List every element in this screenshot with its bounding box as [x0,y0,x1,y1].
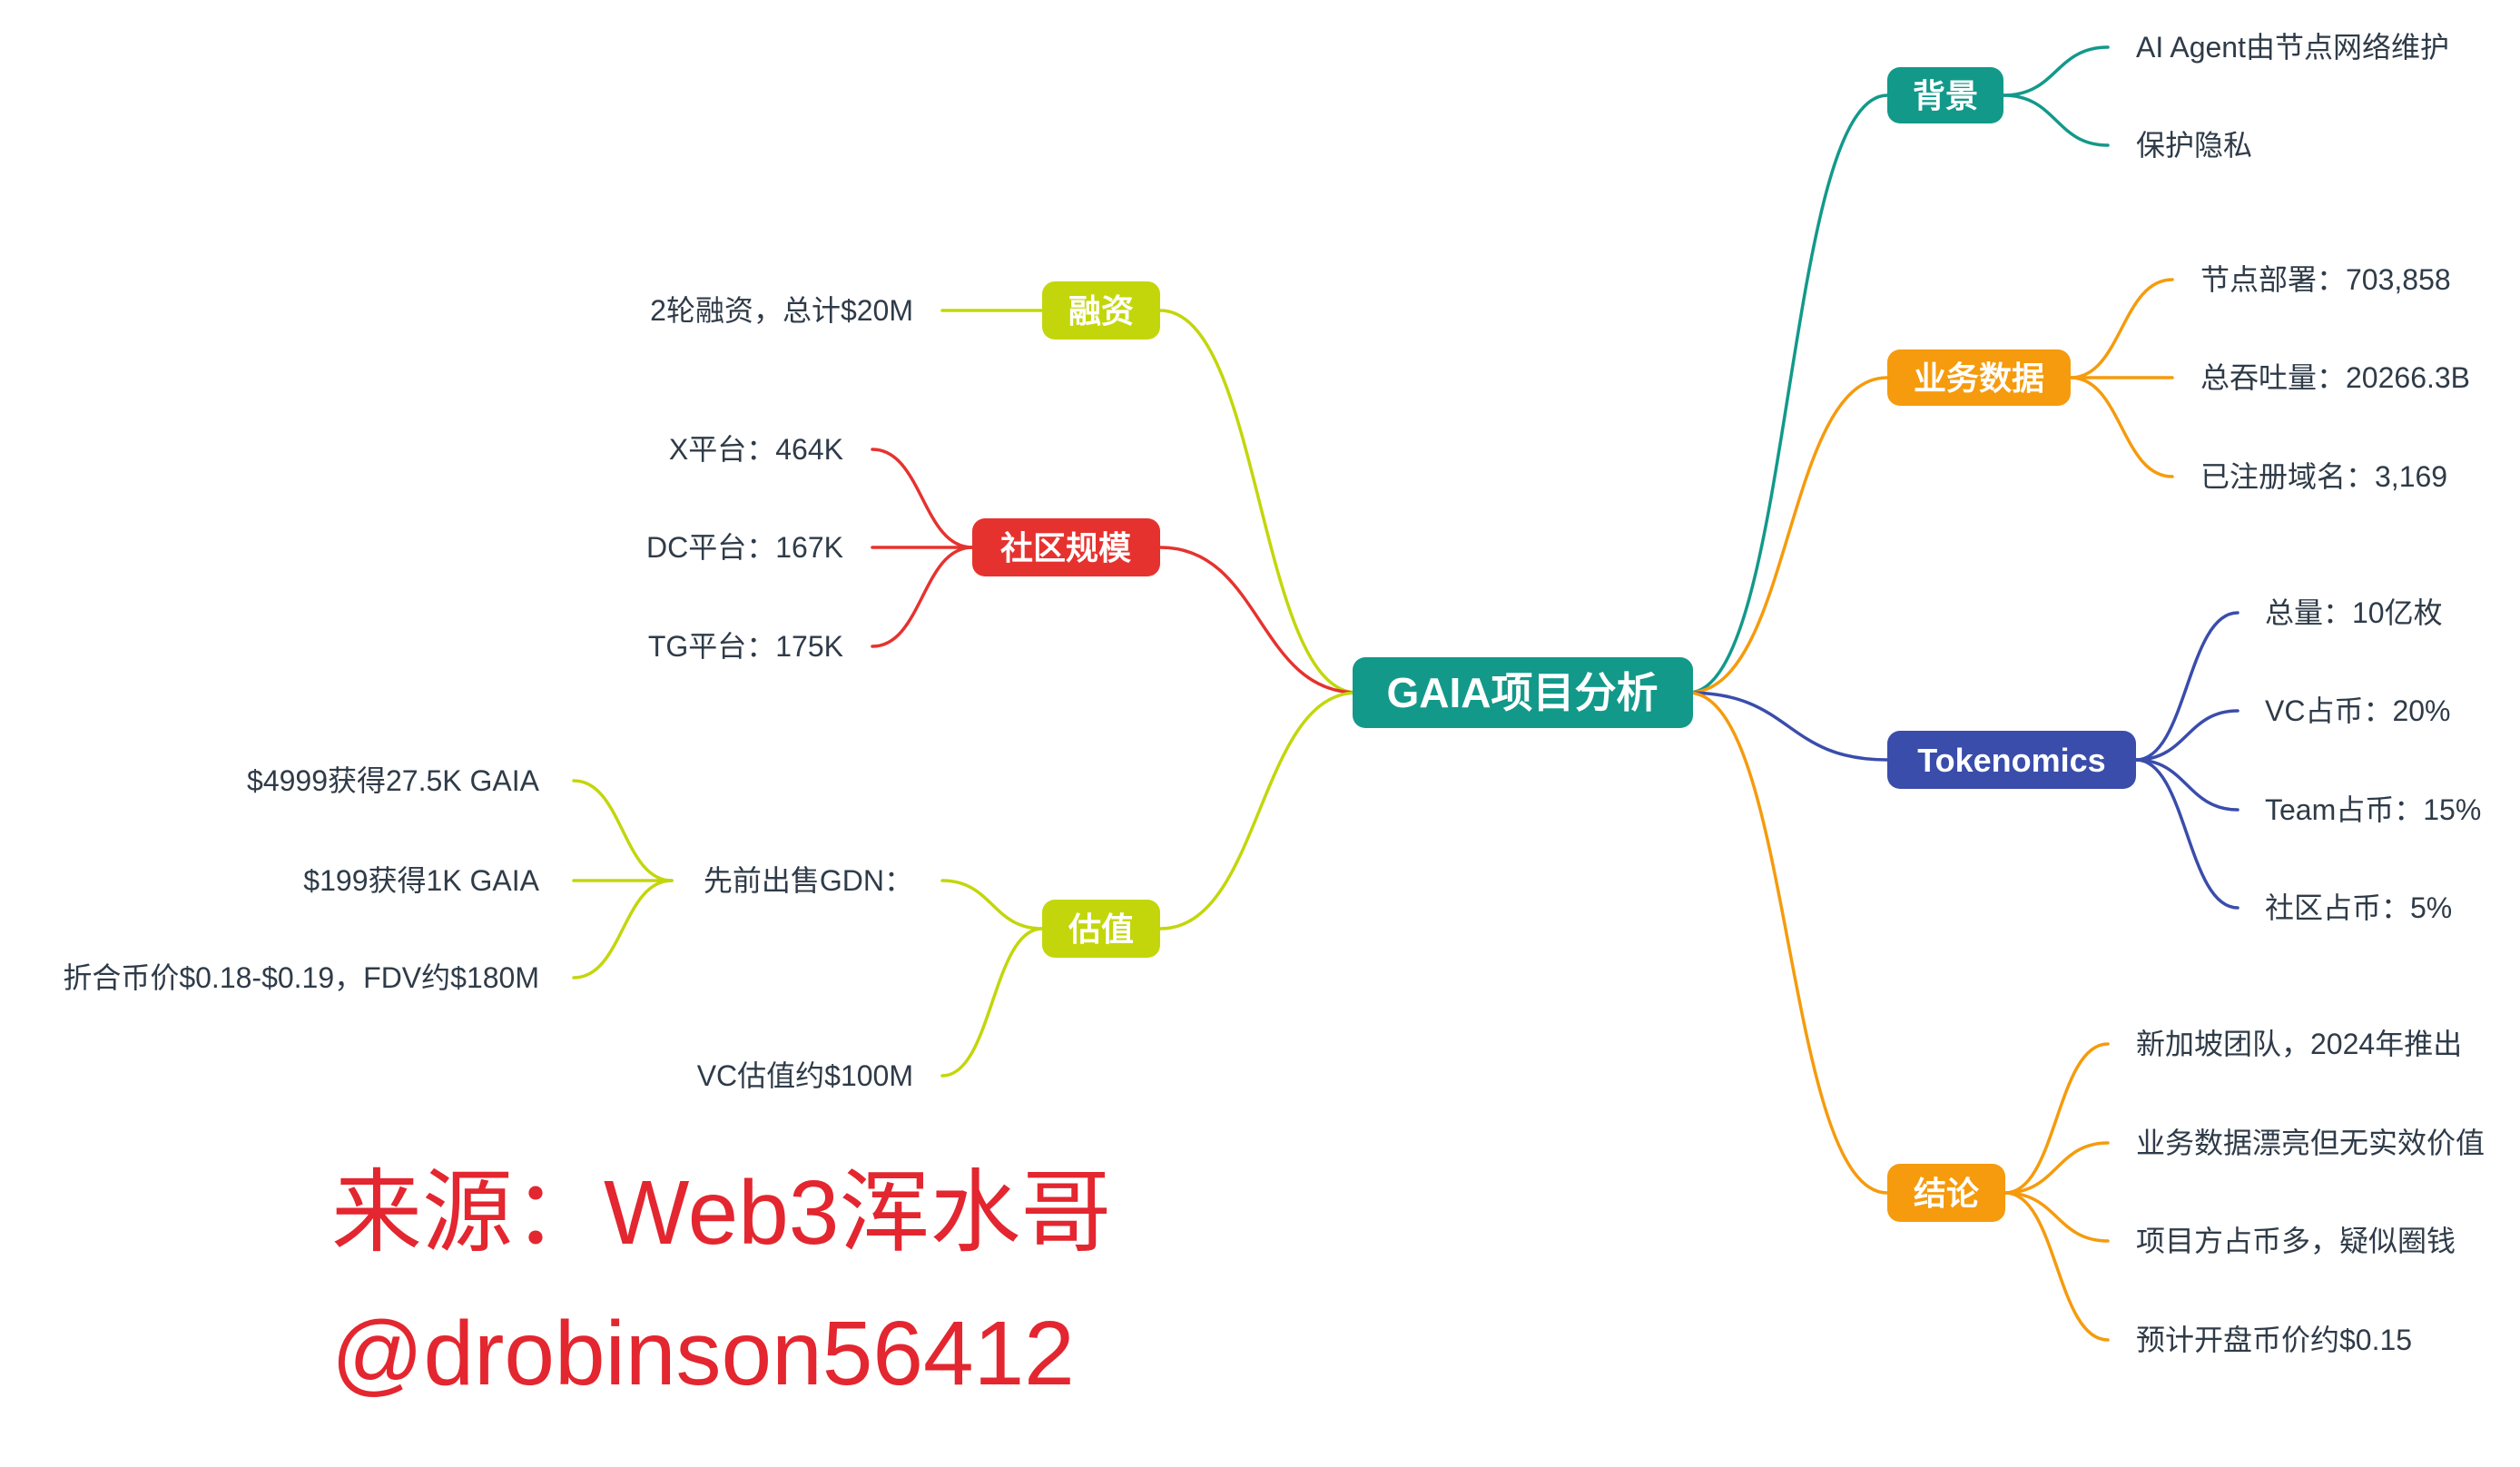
branch-node-label: 社区规模 [1000,529,1131,566]
connector-line [1687,691,1889,1195]
branch-node-valuation: 估值 [1042,900,1160,958]
connector-line [2003,1042,2110,1195]
connector-line [2002,94,2110,147]
leaf-label: 2轮融资，总计$20M [650,294,913,327]
branch-node-box [972,518,1160,576]
leaf-label: TG平台：175K [648,630,843,663]
connector-line [2003,1191,2110,1342]
connector-line [871,546,974,648]
leaf-label: 节点部署：703,858 [2200,263,2451,296]
leaf-label: 总量：10亿枚 [2265,596,2443,629]
connector-line [2003,1191,2110,1243]
leaf-label: 已注册域名：3,169 [2200,460,2447,493]
branch-node-label: 结论 [1914,1175,1980,1212]
branch-node-label: 背景 [1913,77,1978,114]
branch-node-background: 背景 [1887,67,2003,123]
branch-node-label: 估值 [1068,911,1134,948]
left-connectors [572,309,1359,1078]
connector-line [2134,611,2239,762]
leaf-label: 项目方占币多，疑似圈钱 [2136,1225,2456,1257]
branch-node-box [1887,731,2136,789]
connector-line [1158,546,1359,694]
leaf-label: 新加坡团队，2024年推出 [2136,1028,2462,1060]
leaf-label: AI Agent由节点网络维护 [2136,31,2449,64]
branch-node-box [1887,67,2003,123]
branch-node-box [1887,350,2071,406]
central-node-box [1353,657,1693,728]
connector-line [1158,309,1359,694]
connector-line [2134,758,2239,812]
sub-branch-label: 先前出售GDN： [704,864,913,897]
connector-line [871,448,974,549]
branch-node-box [1887,1164,2005,1222]
branch-node-conclusion: 结论 [1887,1164,2005,1222]
central-node-label: GAIA项目分析 [1387,669,1659,716]
connector-line [2002,45,2110,97]
connector-line [2003,1141,2110,1195]
branch-node-label: 业务数据 [1914,359,2044,397]
connector-line [940,927,1044,1078]
branch-node-box [1042,281,1160,340]
connector-line [2134,758,2239,910]
leaf-label: 业务数据漂亮但无实效价值 [2136,1127,2485,1159]
central-node: GAIA项目分析 [1353,657,1693,728]
leaf-label: Team占币：15% [2265,793,2481,826]
leaf-label: $4999获得27.5K GAIA [247,764,540,797]
branch-node-business-data: 业务数据 [1887,350,2071,406]
connector-line [1687,376,1889,694]
leaf-label: DC平台：167K [646,531,843,564]
branch-node-financing: 融资 [1042,281,1160,340]
leaf-label: 折合币价$0.18-$0.19，FDV约$180M [63,961,539,994]
leaf-label: X平台：464K [669,433,843,466]
leaf-label: VC占币：20% [2265,694,2451,727]
connector-line [572,879,674,980]
leaf-label: $199获得1K GAIA [303,864,539,897]
leaf-label: 社区占币：5% [2265,891,2452,924]
branch-node-label: Tokenomics [1917,742,2105,779]
leaf-label: 总吞吐量：20266.3B [2200,361,2470,394]
connector-line [1687,691,1889,762]
connector-line [2134,709,2239,762]
leaf-label: 预计开盘币价约$0.15 [2136,1324,2412,1356]
leaf-label: 保护隐私 [2136,129,2252,162]
leaf-label: VC估值约$100M [697,1059,913,1092]
connector-line [572,779,674,882]
connector-line [2069,278,2174,379]
connector-line [1687,94,1889,694]
watermark-source: 来源：Web3浑水哥 [331,1162,1111,1264]
connector-line [1158,691,1359,930]
branch-node-tokenomics: Tokenomics [1887,731,2136,789]
watermark-handle: @drobinson56412 [331,1303,1075,1404]
connector-line [940,879,1044,930]
branch-node-label: 融资 [1068,292,1134,330]
branch-node-community-size: 社区规模 [972,518,1160,576]
watermark: 来源：Web3浑水哥 @drobinson56412 [331,1162,1111,1404]
branch-node-box [1042,900,1160,958]
right-connectors [1687,45,2239,1342]
connector-line [2069,376,2174,478]
